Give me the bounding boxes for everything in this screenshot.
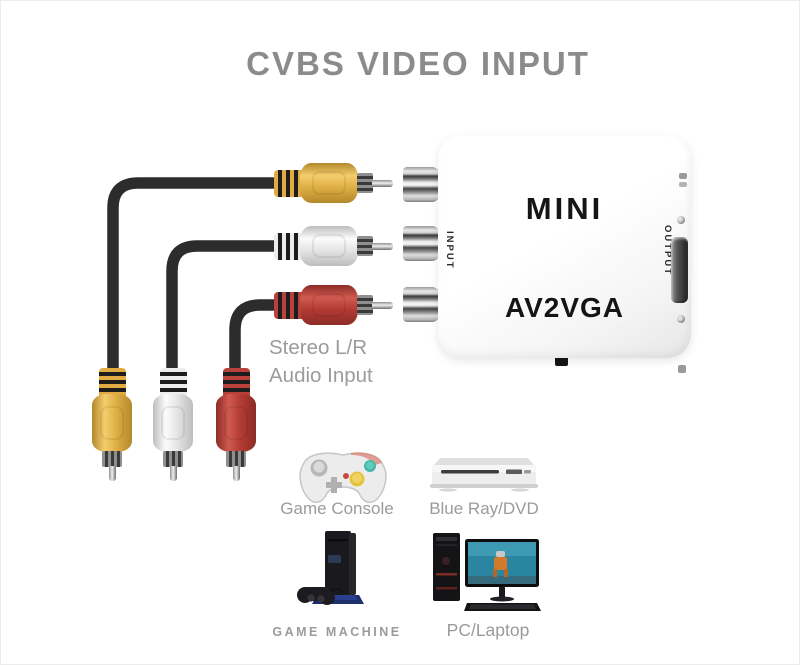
output-side-label: OUTPUT (662, 225, 673, 277)
plug-strain-relief (222, 368, 250, 396)
yellow-rca-plug (273, 163, 394, 203)
power-port-detail (679, 182, 687, 187)
plug-pin (169, 466, 177, 481)
vga-screw-hole-bottom (677, 315, 685, 323)
plug-collar (357, 295, 373, 315)
yellow-rca-plug-end (92, 367, 132, 481)
plug-pin (232, 466, 240, 481)
gamecube-controller-icon (299, 452, 387, 503)
audio-note-line1: Stereo L/R (269, 336, 367, 359)
plug-collar (357, 173, 373, 193)
av2vga-converter-box: MINI AV2VGA INPUT OUTPUT (438, 135, 691, 358)
red-rca-plug (273, 285, 394, 325)
white-rca-plug-end (153, 367, 193, 481)
input-side-label: INPUT (444, 231, 455, 270)
audio-note-line2: Audio Input (269, 364, 373, 388)
side-nub (678, 365, 686, 373)
plug-barrel (153, 394, 193, 452)
plug-collar (357, 236, 373, 256)
plug-barrel (300, 226, 358, 266)
red-rca-plug-end (216, 367, 256, 481)
page-title: CVBS VIDEO INPUT (246, 45, 590, 82)
pc-laptop-label: PC/Laptop (446, 620, 530, 640)
plug-collar (163, 451, 183, 467)
plug-pin (372, 179, 393, 187)
rca-input-jack-audio-left (403, 226, 440, 261)
yellow-cable (107, 177, 283, 370)
bluray-dvd-label: Blue Ray/DVD (429, 499, 539, 518)
plug-pin (372, 242, 393, 250)
vga-screw-hole-top (677, 216, 685, 224)
plug-pin (372, 301, 393, 309)
plug-barrel (216, 394, 256, 452)
red-cable (229, 299, 283, 370)
audio-input-note: Stereo L/R Audio Input (269, 334, 373, 391)
plug-strain-relief (159, 368, 187, 396)
plug-barrel (300, 163, 358, 203)
game-console-label: Game Console (280, 499, 394, 518)
plug-strain-relief (98, 368, 126, 396)
rca-input-jack-video (403, 167, 440, 202)
power-port (679, 173, 687, 179)
game-machine-label: GAME MACHINE (272, 625, 402, 639)
white-rca-plug (273, 226, 394, 266)
plug-strain-relief (274, 169, 302, 197)
plug-pin (108, 466, 116, 481)
ps2-console-icon (297, 531, 364, 605)
plug-barrel (92, 394, 132, 452)
plug-strain-relief (274, 291, 302, 319)
plug-strain-relief (274, 232, 302, 260)
rca-input-jack-audio-right (403, 287, 440, 322)
dvd-player-icon (430, 458, 538, 492)
model-label: AV2VGA (504, 292, 625, 323)
plug-collar (226, 451, 246, 467)
desktop-pc-icon (433, 533, 541, 611)
plug-collar (102, 451, 122, 467)
white-cable (166, 240, 283, 370)
plug-barrel (300, 285, 358, 325)
vga-output-port (671, 237, 688, 303)
mini-logo: MINI (525, 191, 604, 226)
mode-switch (555, 355, 568, 366)
